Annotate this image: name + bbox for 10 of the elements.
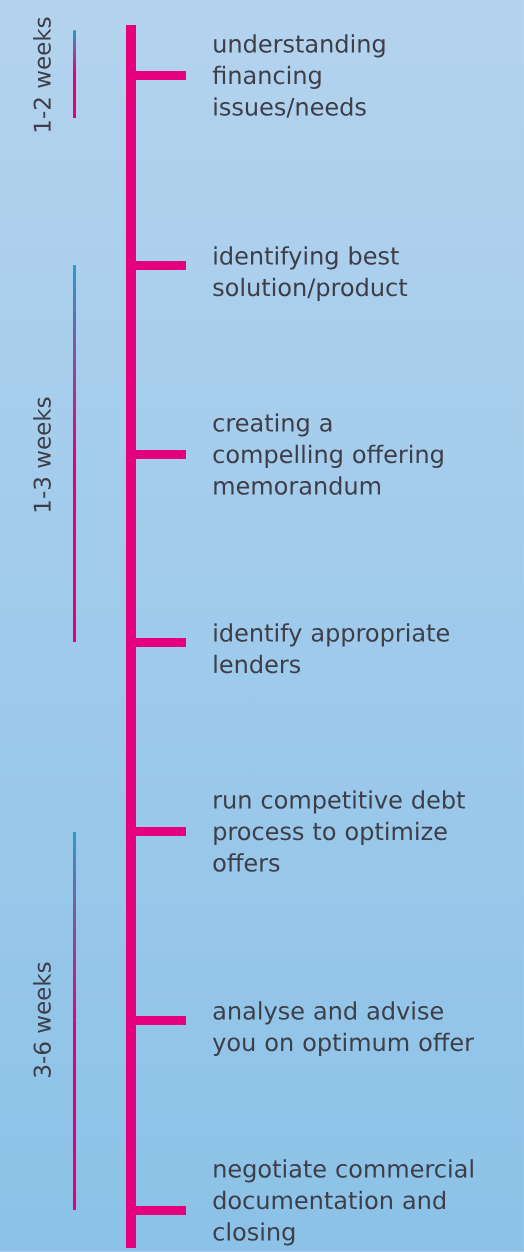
- duration-label: 3-6 weeks: [33, 962, 51, 1077]
- step-label: understanding financing issues/needs: [212, 34, 385, 118]
- step-label: identify appropriate lenders: [214, 623, 449, 674]
- step-label: negotiate commercial documentation and closing: [213, 1159, 473, 1246]
- step-label: creating a compelling offering memorandum: [213, 413, 443, 495]
- duration-label: 1-2 weeks: [33, 17, 51, 132]
- step-label: identifying best solution/product: [213, 246, 408, 301]
- step-label: run competitive debt process to optimize offers: [213, 790, 465, 872]
- step-label: analyse and advise you on optimum offer: [212, 1001, 474, 1056]
- duration-label: 1-3 weeks: [33, 397, 51, 512]
